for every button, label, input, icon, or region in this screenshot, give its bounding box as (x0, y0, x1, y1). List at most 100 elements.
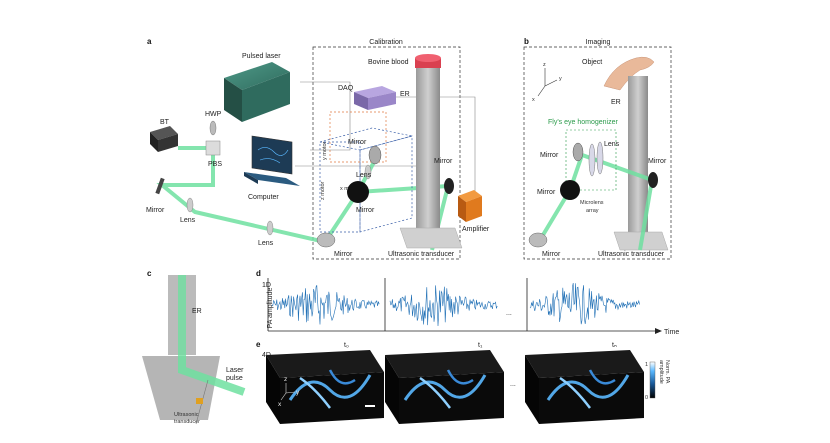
er-column (416, 62, 440, 230)
daq-box (354, 86, 396, 110)
panel-label-c: c (147, 269, 152, 278)
volume-tn (525, 350, 644, 424)
mirror-mid (347, 181, 369, 203)
er-base (399, 227, 463, 249)
label-mirror-right: Mirror (434, 158, 453, 165)
imaging-box (523, 46, 672, 260)
label-laser-1: Laser (226, 367, 244, 374)
label-lens-mid: Lens (356, 172, 372, 179)
label-mirror-top-b: Mirror (540, 152, 559, 159)
axes-triad-b (537, 68, 558, 97)
label-homogenizer: Fly's eye homogenizer (548, 119, 618, 126)
panel-label-d: d (256, 269, 261, 278)
axis-y-e: y (296, 389, 300, 396)
label-er: ER (400, 91, 410, 98)
volume-t0 (266, 350, 384, 424)
beam-c (178, 356, 246, 396)
panel-label-b: b (524, 37, 529, 46)
mirror-left-b (560, 180, 580, 200)
colorbar (649, 361, 656, 399)
label-ultrasonic-transducer-b: Ultrasonic transducer (598, 251, 665, 258)
label-mirror-bottom: Mirror (334, 251, 353, 258)
transducer-element (196, 398, 203, 404)
homogenizer-box (565, 129, 617, 191)
label-time: Time (664, 329, 679, 336)
colorbar-min: 0 (645, 395, 648, 401)
bovine-blood (415, 58, 441, 68)
bovine-blood-top (415, 54, 441, 62)
beam-b (538, 152, 653, 242)
computer (244, 135, 300, 186)
mirror-bottom (316, 232, 336, 248)
beam-trap (150, 126, 178, 152)
calibration-box (312, 46, 461, 260)
calibration-title: Calibration (369, 39, 403, 46)
pa-signal-trace-1 (389, 285, 498, 327)
ellipsis-e: ... (510, 381, 516, 388)
signal-traces (271, 282, 640, 327)
wire (300, 81, 351, 151)
label-computer: Computer (248, 194, 279, 201)
hwp-optic (209, 120, 217, 136)
label-pulsed-laser: Pulsed laser (242, 53, 281, 60)
mirror-right (444, 178, 454, 194)
label-mirror-left-b: Mirror (537, 189, 556, 196)
label-amplifier: Amplifier (462, 226, 490, 233)
mirror-top (368, 145, 382, 165)
label-er-c: ER (192, 308, 202, 315)
mirror-right-b (648, 172, 658, 188)
label-pbs: PBS (208, 161, 222, 168)
y-motor-frame (329, 111, 387, 163)
pulsed-laser (224, 62, 290, 122)
label-mirror-bottom-b: Mirror (542, 251, 561, 258)
imaging-title: Imaging (586, 39, 611, 46)
label-y-motor: y motor (322, 141, 328, 160)
label-mirror-left: Mirror (146, 207, 165, 214)
axes-triad-e (280, 383, 296, 401)
label-hwp: HWP (205, 111, 222, 118)
mirror-bottom-b (528, 232, 548, 248)
axis-y-b: y (559, 76, 562, 82)
lens-left (186, 197, 194, 213)
label-microlens-1: Microlens (580, 200, 604, 206)
axis-x-b: x (532, 97, 535, 103)
axis-x-e: x (278, 401, 282, 408)
label-1d: 1D (262, 282, 271, 289)
label-t1: t₁ (478, 342, 483, 349)
axis-z-e: z (284, 376, 287, 383)
lens-mid (364, 164, 372, 180)
colorbar-max: 1 (645, 362, 648, 368)
label-microlens-2: array (586, 208, 599, 214)
beam-b-down (638, 179, 654, 251)
label-lens-left: Lens (180, 217, 196, 224)
mirror-left (155, 177, 165, 195)
label-tn: tₙ (612, 342, 617, 349)
er-column-b (628, 76, 648, 234)
mirror-top-b (572, 142, 584, 162)
volume-t1 (385, 350, 504, 424)
colorbar-label-2: amplitude (658, 360, 664, 384)
label-ut-c-1: Ultrasonic (174, 412, 199, 418)
label-mirror-right-b: Mirror (648, 158, 667, 165)
label-mirror-mid: Mirror (356, 207, 375, 214)
axis-z-b: z (543, 62, 546, 68)
panel-label-a: a (147, 37, 152, 46)
label-ultrasonic-transducer-a: Ultrasonic transducer (388, 251, 455, 258)
ellipsis-d: ... (506, 310, 512, 317)
label-t0: t₀ (344, 342, 349, 349)
label-ut-c-2: transducer (174, 419, 200, 425)
pa-signal-trace-0 (271, 285, 380, 325)
label-object: Object (582, 59, 602, 66)
label-daq: DAQ (338, 85, 354, 92)
label-lens-bottom: Lens (258, 240, 274, 247)
time-axes (267, 278, 662, 334)
label-er-b: ER (611, 99, 621, 106)
label-lens-b: Lens (604, 141, 620, 148)
label-bovine-blood: Bovine blood (368, 59, 409, 66)
label-laser-2: pulse (226, 375, 243, 382)
label-z-motor: z motor (320, 181, 326, 200)
lens-bottom (266, 220, 274, 236)
colorbar-label-1: Norm. PA (664, 360, 670, 384)
label-mirror-top: Mirror (348, 139, 367, 146)
